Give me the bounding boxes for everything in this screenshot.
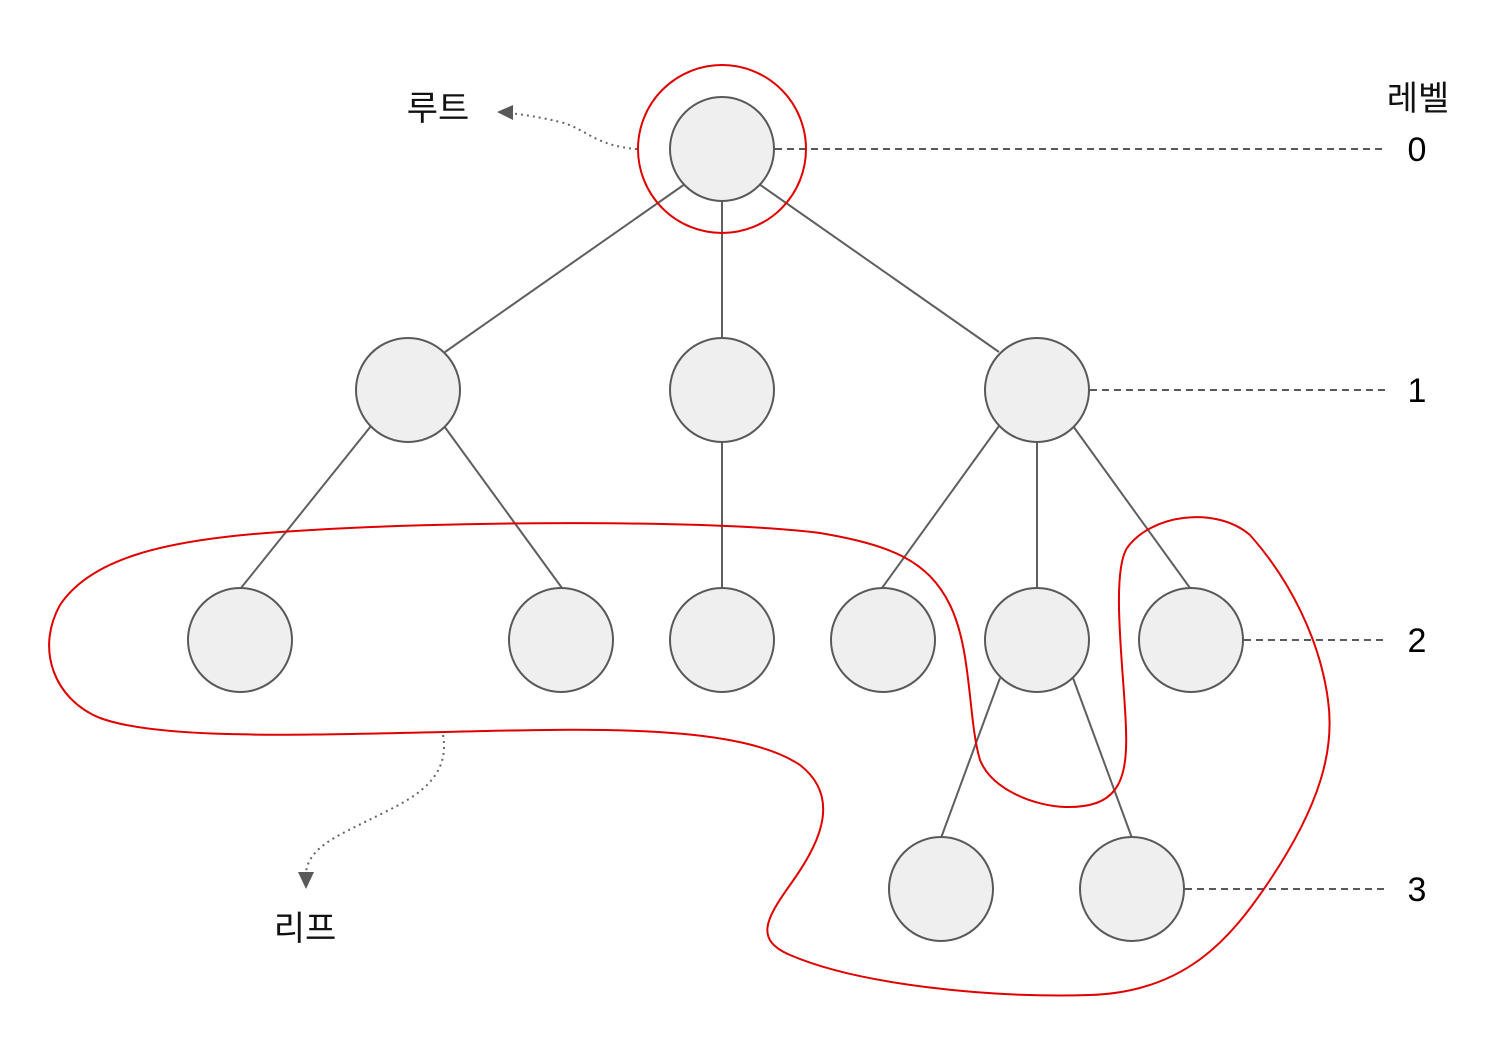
edge-root-c <box>758 183 1000 353</box>
tree-node-a1 <box>187 587 293 693</box>
root-pointer-line <box>509 112 638 150</box>
edge-c-c1 <box>881 425 1000 589</box>
level-number-3: 3 <box>1408 871 1427 909</box>
root-pointer-arrowhead <box>497 105 513 120</box>
tree-node-a2 <box>508 587 614 693</box>
highlights <box>48 64 1331 997</box>
tree-node-c2b <box>1079 836 1185 942</box>
tree-node-a <box>355 337 461 443</box>
tree-node-c <box>984 337 1090 443</box>
tree-node-b <box>669 337 775 443</box>
tree-node-root <box>669 96 775 202</box>
tree-node-c2a <box>888 836 994 942</box>
leaf-pointer-arrowhead <box>298 872 314 889</box>
tree-edges <box>240 183 1191 839</box>
tree-node-c2 <box>984 587 1090 693</box>
edge-c2-c2b <box>1072 677 1133 839</box>
tree-node-c3 <box>1138 587 1244 693</box>
leaf-label: 리프 <box>274 909 337 949</box>
edge-c2-c2a <box>940 677 1001 839</box>
root-highlight-ring <box>637 64 807 234</box>
root-label: 루트 <box>407 89 470 129</box>
edge-a-a2 <box>443 425 563 589</box>
tree-node-c1 <box>830 587 936 693</box>
level-number-2: 2 <box>1408 622 1427 660</box>
leaf-pointer-line <box>305 734 446 873</box>
leaf-group-outline-main <box>48 516 1331 997</box>
level-header: 레벨 <box>1387 79 1450 119</box>
edge-a-a1 <box>240 425 372 589</box>
level-number-1: 1 <box>1408 372 1427 410</box>
edge-c-c3 <box>1072 425 1191 589</box>
level-guides <box>775 148 1385 890</box>
tree-nodes <box>187 96 1244 942</box>
level-number-0: 0 <box>1408 131 1427 169</box>
tree-node-b1 <box>669 587 775 693</box>
edge-root-a <box>444 183 686 353</box>
